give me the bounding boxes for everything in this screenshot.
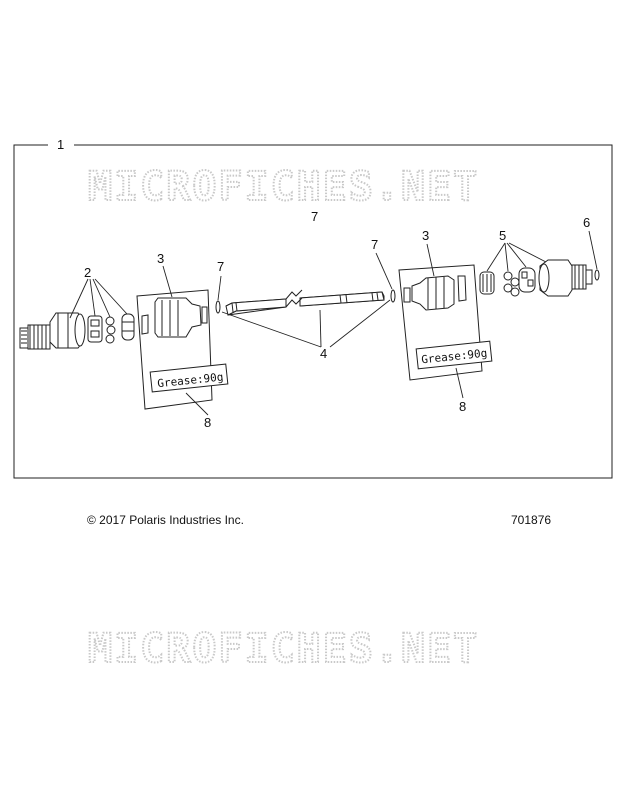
callout-3-left: 3 [157, 251, 164, 266]
inner-joint-internals [479, 267, 536, 297]
callout-8-right: 8 [459, 399, 466, 414]
inner-cv-housing [538, 259, 600, 297]
left-boot-kit [136, 289, 229, 410]
callout-7-left: 7 [217, 259, 224, 274]
callout-2: 2 [84, 265, 91, 280]
callout-8-left: 8 [204, 415, 211, 430]
assembly-frame [13, 144, 613, 479]
leader-lines [69, 230, 598, 416]
outer-cv-joint [19, 312, 86, 350]
callout-5: 5 [499, 228, 506, 243]
callout-7-top: 7 [311, 209, 318, 224]
diagram-part-number: 701876 [511, 513, 552, 527]
callout-6: 6 [583, 215, 590, 230]
watermark-top: MICROFICHES.NET [88, 164, 479, 210]
callout-1: 1 [57, 137, 64, 152]
watermark-bottom: MICROFICHES.NET [88, 626, 479, 672]
callout-3-right: 3 [422, 228, 429, 243]
copyright-notice: © 2017 Polaris Industries Inc. [87, 513, 244, 527]
axle-shaft [225, 289, 385, 316]
snap-rings [215, 289, 396, 314]
callout-4: 4 [320, 346, 327, 361]
right-boot-kit [398, 264, 493, 381]
outer-joint-internals [87, 313, 135, 344]
callout-7-right: 7 [371, 237, 378, 252]
